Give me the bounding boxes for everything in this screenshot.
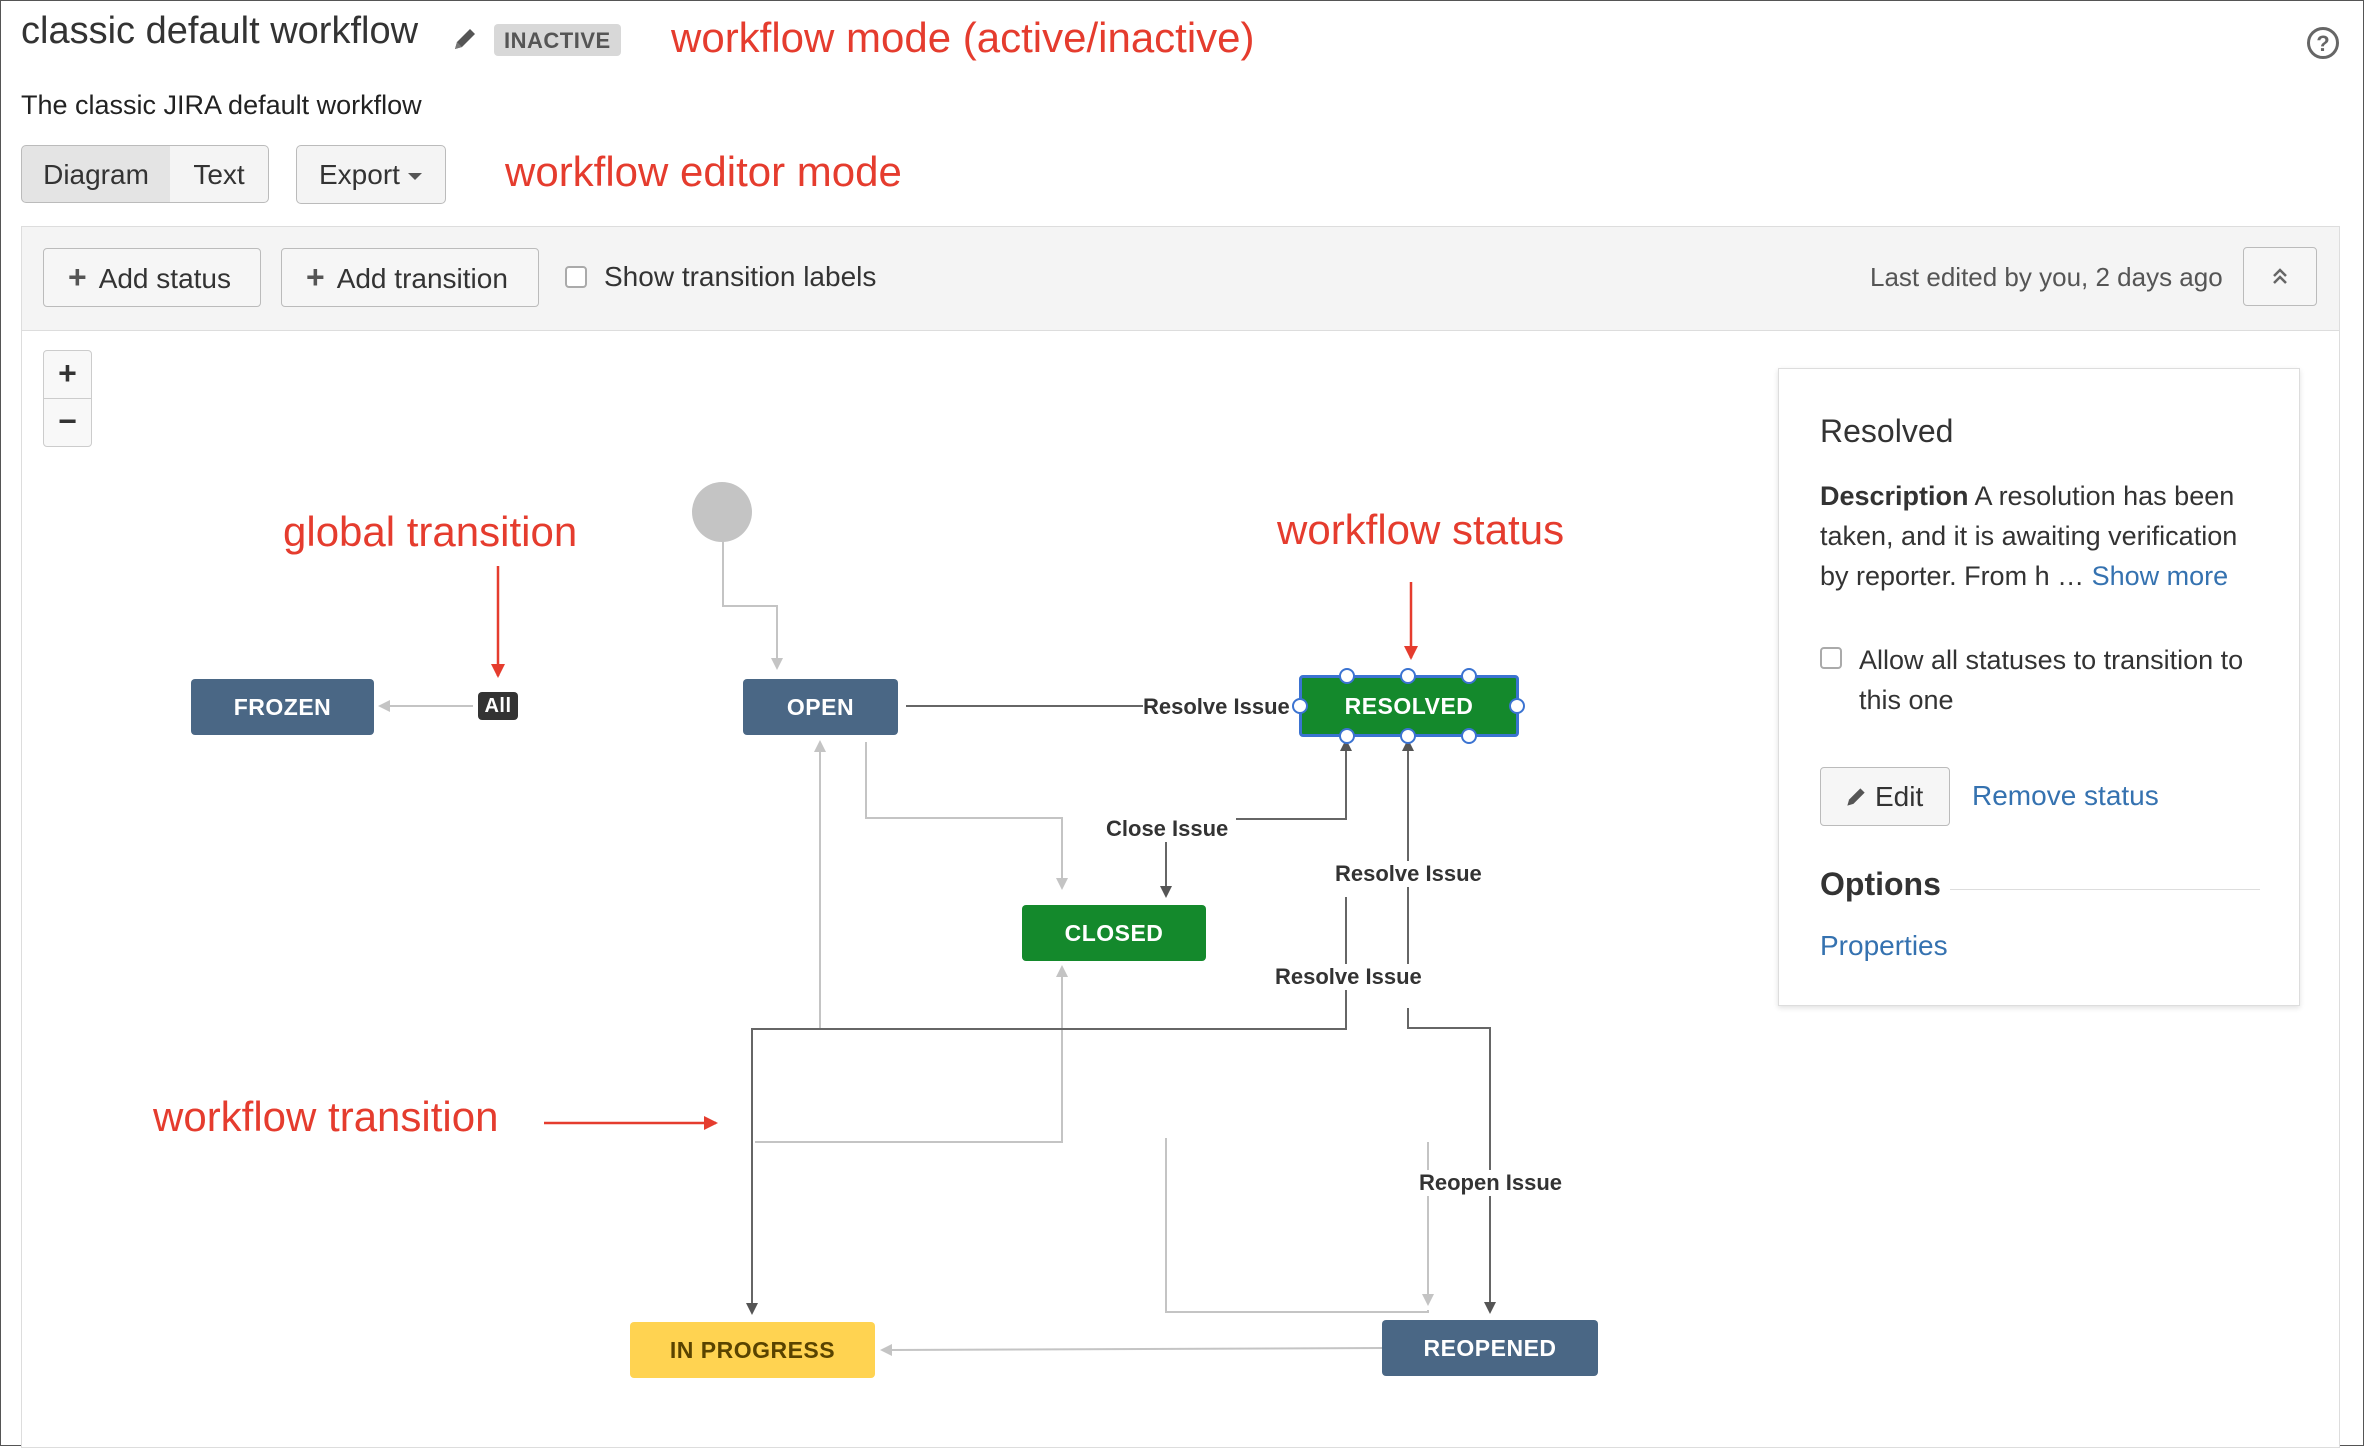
description-label: Description — [1820, 481, 1969, 511]
plus-icon: + — [306, 259, 325, 295]
page-title: classic default workflow — [21, 10, 419, 52]
show-labels-checkbox[interactable] — [565, 266, 587, 288]
pencil-icon[interactable] — [450, 24, 480, 54]
status-reopened[interactable]: REOPENED — [1382, 1320, 1598, 1376]
start-node[interactable] — [692, 482, 752, 542]
tab-text[interactable]: Text — [170, 145, 269, 203]
export-dropdown[interactable]: Export — [296, 145, 446, 204]
transition-label-close[interactable]: Close Issue — [1106, 816, 1229, 842]
status-open[interactable]: OPEN — [743, 679, 898, 735]
plus-icon: + — [68, 259, 87, 295]
status-badge: INACTIVE — [494, 24, 621, 56]
last-edited-text: Last edited by you, 2 days ago — [1870, 262, 2223, 292]
status-frozen[interactable]: FROZEN — [191, 679, 374, 735]
zoom-out-button[interactable]: − — [43, 398, 92, 447]
show-labels-label: Show transition labels — [604, 261, 877, 292]
allow-all-label: Allow all statuses to transition to this… — [1859, 645, 2244, 715]
add-transition-label: Add transition — [336, 263, 508, 294]
export-label: Export — [319, 159, 400, 190]
edit-button[interactable]: Edit — [1820, 767, 1950, 826]
pencil-icon — [1847, 787, 1865, 806]
add-transition-button[interactable]: + Add transition — [281, 248, 539, 307]
workflow-description: The classic JIRA default workflow — [21, 90, 422, 120]
annotation-workflow-transition: workflow transition — [153, 1093, 499, 1140]
annotation-workflow-mode: workflow mode (active/inactive) — [671, 14, 1255, 61]
ellipsis: … — [2057, 561, 2085, 591]
status-in-progress[interactable]: IN PROGRESS — [630, 1322, 875, 1378]
annotation-global-transition: global transition — [283, 508, 578, 555]
global-transition-all[interactable]: All — [478, 692, 518, 720]
remove-status-link[interactable]: Remove status — [1972, 780, 2159, 811]
chevron-up-double-icon — [2273, 268, 2287, 285]
transition-label-resolve-reopened[interactable]: Resolve Issue — [1335, 861, 1482, 887]
help-icon[interactable]: ? — [2307, 27, 2339, 59]
transition-label-resolve-open[interactable]: Resolve Issue — [1143, 694, 1290, 720]
options-heading: Options — [1820, 866, 1941, 902]
add-status-button[interactable]: + Add status — [43, 248, 261, 307]
status-properties-panel — [1778, 368, 2300, 1006]
options-divider — [1950, 889, 2260, 890]
description-text: A resolution has been taken, and it is a… — [1820, 481, 2238, 591]
status-closed[interactable]: CLOSED — [1022, 905, 1206, 961]
edit-label: Edit — [1875, 781, 1924, 812]
tab-diagram[interactable]: Diagram — [21, 145, 171, 203]
panel-title: Resolved — [1820, 413, 1954, 449]
add-status-label: Add status — [98, 263, 231, 294]
chevron-down-icon — [407, 173, 422, 181]
panel-description: Description A resolution has been taken,… — [1820, 476, 2270, 596]
allow-all-checkbox[interactable] — [1820, 647, 1842, 669]
show-more-link[interactable]: Show more — [2091, 561, 2229, 591]
transition-label-reopen[interactable]: Reopen Issue — [1419, 1170, 1563, 1196]
annotation-workflow-status: workflow status — [1277, 506, 1565, 553]
collapse-button[interactable] — [2243, 247, 2317, 306]
transition-label-resolve-inprogress[interactable]: Resolve Issue — [1275, 964, 1422, 990]
status-resolved[interactable]: RESOLVED — [1299, 675, 1519, 737]
zoom-in-button[interactable]: + — [43, 350, 92, 399]
properties-link[interactable]: Properties — [1820, 930, 1948, 961]
selection-handles[interactable] — [1290, 665, 1530, 749]
annotation-editor-mode: workflow editor mode — [505, 148, 902, 195]
